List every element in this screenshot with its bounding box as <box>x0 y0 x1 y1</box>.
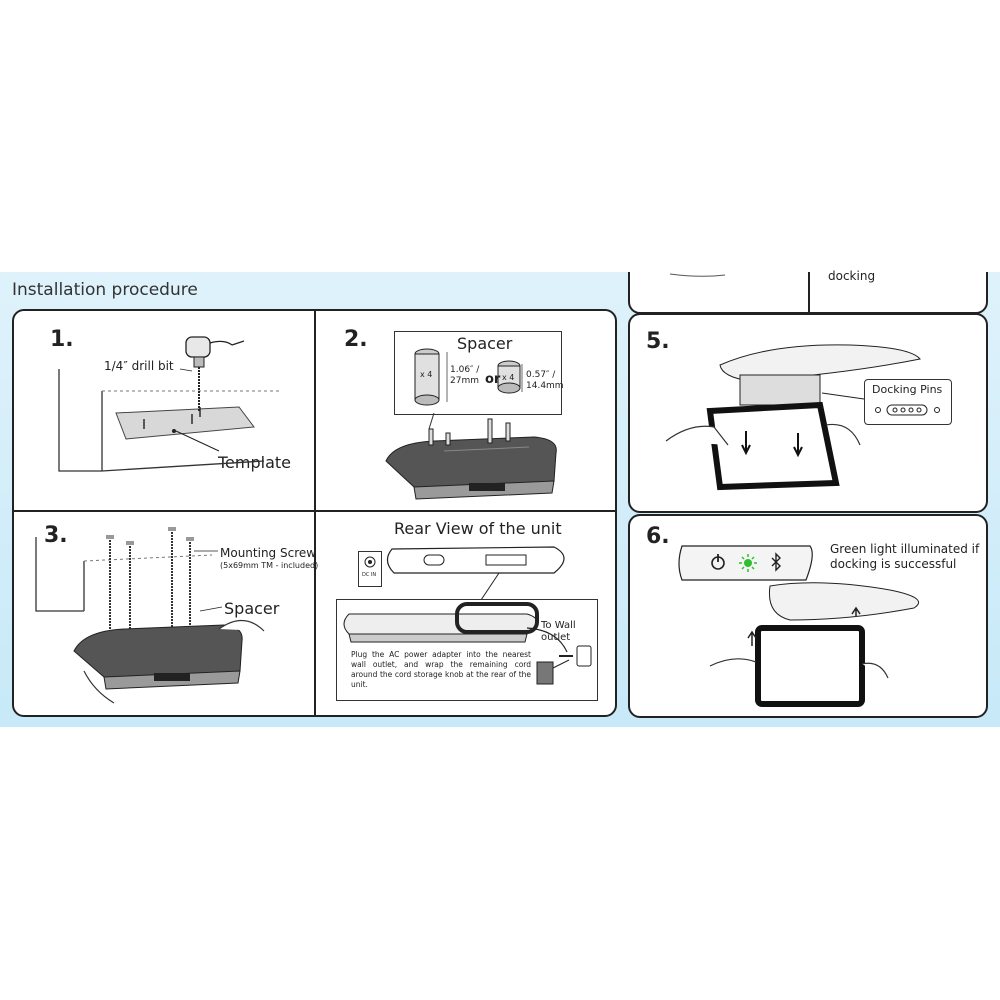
step-3-number: 3. <box>44 523 68 548</box>
green-led-icon <box>739 554 757 572</box>
spacer-qty-a: x 4 <box>420 370 433 379</box>
fragment-sketch <box>669 273 726 277</box>
template-label: Template <box>218 453 292 472</box>
spacer-long-icon <box>414 348 440 406</box>
rear-view-title: Rear View of the unit <box>394 519 562 538</box>
steps-1-4-frame: 1. 1/4″ drill bit Template <box>12 309 617 717</box>
spacer-size-a: 1.06″ / 27mm <box>450 365 480 386</box>
cord-storage-drawing <box>343 602 568 653</box>
power-icon <box>711 554 725 570</box>
docking-pins-label: Docking Pins <box>872 383 943 396</box>
step-1-number: 1. <box>50 327 74 352</box>
drill-icon <box>185 336 245 411</box>
spacer-title: Spacer <box>457 334 513 353</box>
spacer-qty-b: x 4 <box>502 373 515 382</box>
page-title: Installation procedure <box>12 280 198 300</box>
bluetooth-icon <box>771 552 781 572</box>
wall-outlet-label: To Wall outlet <box>541 620 576 643</box>
mounting-screw-note: (5x69mm TM - included) <box>220 561 319 570</box>
step-2-device-illustration <box>385 412 557 500</box>
step-2-number: 2. <box>344 327 368 352</box>
mounting-screw-label: Mounting Screw <box>220 546 317 560</box>
docking-pins-icon <box>875 404 940 416</box>
spacer-drawings <box>414 348 523 406</box>
spacer-label-step-3: Spacer <box>224 599 280 618</box>
step-5-number: 5. <box>646 329 670 354</box>
spacer-size-b: 0.57″ / 14.4mm <box>526 370 564 391</box>
dc-in-label: DC IN <box>362 572 377 578</box>
rear-unit-drawing <box>386 546 565 604</box>
step-3-illustration <box>35 527 265 704</box>
tablet-icon <box>706 401 840 491</box>
step-6-illustration <box>678 545 919 707</box>
drill-bit-label: 1/4″ drill bit <box>104 359 174 373</box>
step-5-panel: 5. Docking Pins <box>628 313 988 513</box>
power-instruction-text: Plug the AC power adapter into the neare… <box>351 650 531 689</box>
docking-status-text: Green light illuminated if docking is su… <box>830 542 980 571</box>
adapter-and-outlet-icon <box>536 645 592 685</box>
spacer-callout: Spacer x 4 1.06″ / 27mm or x 4 0.57″ / 1… <box>394 331 564 415</box>
spacer-short-icon <box>497 360 521 394</box>
step-6-panel: 6. Green light illuminated if docking is… <box>628 514 988 718</box>
device-base-icon <box>385 436 557 500</box>
tablet-icon-step-6 <box>755 625 865 707</box>
previous-panel-fragment: docking <box>628 269 988 314</box>
docking-pins-callout: Docking Pins <box>864 379 952 425</box>
spacer-or: or <box>485 372 501 387</box>
step-1-illustration <box>58 336 279 472</box>
power-instruction-callout: Plug the AC power adapter into the neare… <box>336 599 598 701</box>
docking-fragment-text: docking <box>828 269 876 283</box>
step-6-number: 6. <box>646 524 670 549</box>
screw-icon <box>106 527 194 637</box>
dc-in-callout: DC IN <box>358 551 382 587</box>
step-5-illustration <box>665 344 921 491</box>
device-base-icon-step-3 <box>73 624 243 690</box>
dc-jack-icon <box>364 556 376 568</box>
